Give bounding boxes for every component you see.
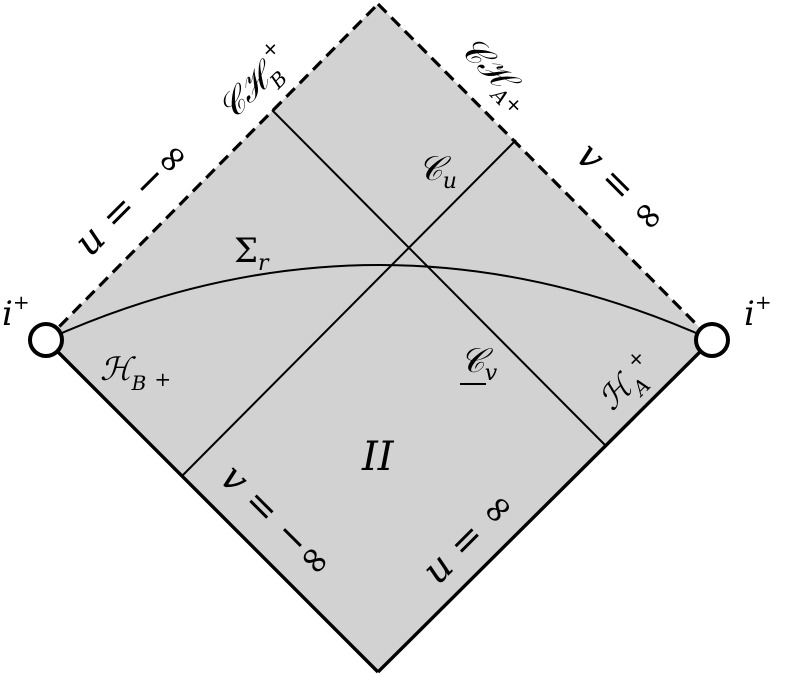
cauchy-horizon-a-boundary (376, 2, 714, 342)
i-plus-left-label: i+ (2, 290, 30, 334)
h-b-label: ℋB+ (100, 350, 171, 395)
event-horizon-b-boundary (44, 338, 380, 674)
i-plus-left-node (28, 322, 64, 358)
i-plus-right-node (694, 322, 730, 358)
null-line-c-u (181, 139, 517, 477)
event-horizon-a-boundary (376, 338, 714, 674)
null-line-c-v (271, 109, 607, 447)
sigma-r-curve (45, 264, 713, 341)
i-plus-right-label: i+ (744, 290, 772, 334)
region-ii-label: II (361, 434, 395, 480)
spacetime-region (46, 4, 712, 672)
cauchy-horizon-b-boundary (44, 2, 380, 342)
sigma-r-label: Σr (234, 231, 270, 276)
